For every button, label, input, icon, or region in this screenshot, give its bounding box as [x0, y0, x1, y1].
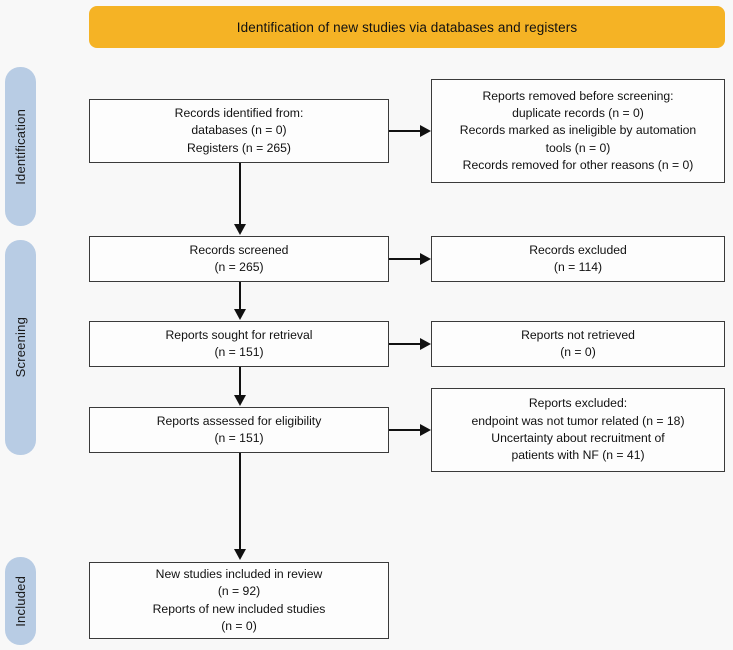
stage-tab-included: Included: [5, 557, 36, 645]
connector-identified-to-removed-arrow: [420, 125, 431, 137]
connector-assessed-to-included-arrow: [234, 549, 246, 560]
box-reports-sought-for-retrieval-text: Reports sought for retrieval (n = 151): [96, 327, 382, 362]
box-text-line: Records marked as ineligible by automati…: [459, 123, 697, 138]
box-text-line: Records excluded: [529, 242, 627, 257]
connector-assessed-to-reports-excluded-arrow: [420, 424, 431, 436]
box-records-screened-text: Records screened (n = 265): [96, 242, 382, 277]
box-text-line: Records identified from:: [174, 106, 304, 120]
stage-tab-identification-label: Identification: [13, 108, 28, 185]
box-text-line: (n = 114): [553, 260, 603, 274]
box-text-line: (n = 265): [214, 260, 264, 274]
box-text-line: Records screened: [189, 242, 289, 257]
box-text-line: Reports removed before screening:: [482, 88, 674, 103]
stage-tab-included-label: Included: [13, 575, 28, 627]
box-reports-assessed-for-eligibility-text: Reports assessed for eligibility (n = 151…: [96, 413, 382, 448]
box-records-excluded-text: Records excluded (n = 114): [438, 242, 718, 277]
box-text-line: (n = 151): [214, 431, 264, 445]
box-text-line: (n = 92): [217, 584, 261, 599]
diagram-title-banner: Identification of new studies via databa…: [89, 6, 725, 48]
box-text-line: patients with NF (n = 41): [511, 448, 645, 463]
connector-assessed-to-reports-excluded-line: [389, 429, 420, 431]
box-records-screened: Records screened (n = 265): [89, 236, 389, 282]
connector-assessed-to-included-line: [239, 453, 241, 550]
stage-tab-screening: Screening: [5, 240, 36, 455]
box-text-line: (n = 0): [221, 618, 257, 633]
box-reports-assessed-for-eligibility: Reports assessed for eligibility (n = 151…: [89, 407, 389, 453]
box-text-line: duplicate records (n = 0): [512, 106, 644, 120]
box-text-line: Records removed for other reasons (n = 0…: [462, 157, 694, 172]
connector-screened-to-excluded-line: [389, 258, 420, 260]
box-new-studies-included: New studies included in review (n = 92) Re…: [89, 562, 389, 639]
box-reports-not-retrieved-text: Reports not retrieved (n = 0): [438, 327, 718, 362]
connector-identified-to-removed-line: [389, 130, 420, 132]
box-records-identified: Records identified from: databases (n = 0…: [89, 99, 389, 163]
box-reports-excluded-text: Reports excluded: endpoint was not tumor …: [438, 395, 718, 464]
box-text-line: Reports not retrieved: [521, 327, 635, 342]
box-text-line: New studies included in review: [155, 566, 323, 581]
stage-tab-screening-label: Screening: [13, 317, 28, 378]
box-text-line: (n = 151): [214, 345, 264, 359]
stage-tab-identification: Identification: [5, 67, 36, 226]
box-text-line: Uncertainty about recruitment of: [491, 431, 665, 445]
box-text-line: endpoint was not tumor related (n = 18): [471, 413, 685, 428]
box-text-line: (n = 0): [560, 345, 596, 359]
connector-identified-to-screened-line: [239, 163, 241, 225]
connector-screened-to-sought-line: [239, 282, 241, 310]
box-records-identified-text: Records identified from: databases (n = 0…: [96, 105, 382, 157]
connector-sought-to-assessed-line: [239, 367, 241, 396]
box-reports-excluded: Reports excluded: endpoint was not tumor …: [431, 388, 725, 472]
connector-screened-to-sought-arrow: [234, 309, 246, 320]
box-reports-sought-for-retrieval: Reports sought for retrieval (n = 151): [89, 321, 389, 367]
box-text-line: tools (n = 0): [545, 140, 611, 155]
box-records-excluded: Records excluded (n = 114): [431, 236, 725, 282]
connector-screened-to-excluded-arrow: [420, 253, 431, 265]
box-reports-removed-before-screening-text: Reports removed before screening: duplica…: [438, 88, 718, 175]
connector-sought-to-not-retrieved-line: [389, 343, 420, 345]
connector-sought-to-not-retrieved-arrow: [420, 338, 431, 350]
connector-identified-to-screened-arrow: [234, 224, 246, 235]
box-reports-removed-before-screening: Reports removed before screening: duplica…: [431, 79, 725, 183]
box-text-line: databases (n = 0): [191, 123, 287, 138]
box-text-line: Reports excluded:: [528, 396, 628, 411]
box-text-line: Reports of new included studies: [152, 601, 326, 616]
box-reports-not-retrieved: Reports not retrieved (n = 0): [431, 321, 725, 367]
box-new-studies-included-text: New studies included in review (n = 92) Re…: [96, 566, 382, 635]
box-text-line: Registers (n = 265): [187, 140, 291, 155]
connector-sought-to-assessed-arrow: [234, 395, 246, 406]
box-text-line: Reports assessed for eligibility: [156, 413, 322, 428]
box-text-line: Reports sought for retrieval: [165, 327, 313, 342]
